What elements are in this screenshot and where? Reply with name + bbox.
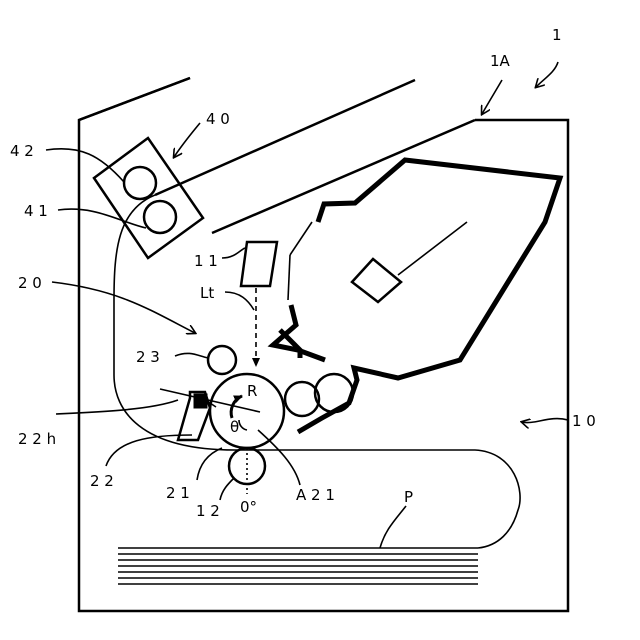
label-22h: 2 2 h (18, 430, 56, 448)
exposure-unit (241, 242, 277, 286)
leader-Lt (225, 292, 254, 310)
cleaning-blade-22h (194, 394, 207, 408)
label-R: R (247, 382, 257, 400)
cartridge-left-wall-2 (290, 222, 312, 255)
label-11: 1 1 (194, 252, 218, 270)
paper-stack (118, 548, 478, 584)
cartridge-inner-line (398, 222, 467, 275)
label-21: 2 1 (166, 484, 190, 502)
leader-21 (197, 448, 222, 480)
label-20: 2 0 (18, 274, 42, 292)
leader-1A (482, 80, 502, 114)
theta-arc (239, 420, 247, 430)
cover-edge (212, 120, 475, 233)
leader-23 (175, 353, 208, 358)
label-41: 4 1 (24, 202, 48, 220)
housing-outline (79, 78, 568, 611)
leader-10 (522, 419, 568, 423)
label-40: 4 0 (206, 110, 230, 128)
leader-40 (174, 123, 200, 157)
label-22: 2 2 (90, 472, 114, 490)
label-Lt: Lt (200, 284, 214, 302)
housing-top-slope (79, 78, 190, 120)
label-42: 4 2 (10, 142, 34, 160)
leader-12 (220, 478, 234, 500)
label-12: 1 2 (196, 502, 220, 520)
cartridge-hook (280, 330, 300, 358)
roller-41 (144, 201, 176, 233)
leader-A21 (258, 430, 300, 485)
label-1: 1 (552, 26, 562, 44)
leader-20 (52, 282, 195, 333)
developing-roller-a (285, 382, 319, 416)
label-10: 1 0 (572, 412, 596, 430)
label-0deg: 0° (240, 498, 257, 516)
leader-P (380, 506, 406, 548)
label-A21: A 2 1 (296, 486, 335, 504)
cartridge-window (352, 259, 401, 302)
label-1A: 1A (490, 52, 511, 70)
label-P: P (404, 488, 413, 506)
output-tray-top (155, 80, 415, 195)
label-theta: θ (230, 418, 239, 436)
developing-roller-b (315, 374, 353, 412)
process-cartridge (298, 160, 560, 432)
leader-11 (222, 248, 245, 258)
cartridge-left-wall (288, 255, 290, 300)
leader-22h (56, 400, 178, 414)
label-23: 2 3 (136, 348, 160, 366)
roller-42 (124, 167, 156, 199)
charging-roller-23 (208, 346, 236, 374)
leader-1 (536, 62, 558, 87)
